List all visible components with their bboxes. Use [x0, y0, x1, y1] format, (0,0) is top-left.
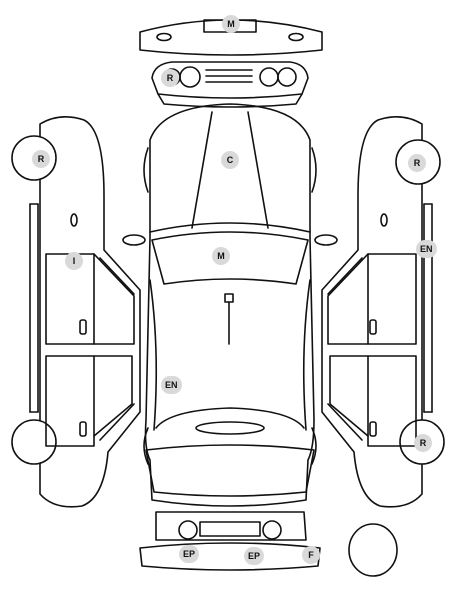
- marker-windshield[interactable]: M: [212, 247, 230, 265]
- marker-right-front-fender[interactable]: EN: [416, 240, 437, 258]
- marker-front-bumper-corner[interactable]: F: [302, 546, 320, 564]
- marker-front-bumper-right[interactable]: EP: [244, 547, 265, 565]
- marker-right-front-wheel[interactable]: R: [414, 434, 432, 452]
- marker-roof[interactable]: C: [221, 151, 239, 169]
- marker-rear-panel[interactable]: R: [161, 69, 179, 87]
- marker-left-door[interactable]: I: [65, 252, 83, 270]
- left-side-view[interactable]: [11, 116, 141, 508]
- spare-wheel[interactable]: [348, 523, 398, 577]
- marker-left-rear-wheel[interactable]: R: [32, 150, 50, 168]
- marker-hood[interactable]: EN: [161, 376, 182, 394]
- marker-front-bumper-left[interactable]: EP: [179, 545, 200, 563]
- car-top-view[interactable]: [122, 103, 338, 507]
- marker-right-rear-wheel[interactable]: R: [408, 154, 426, 172]
- marker-rear-bumper[interactable]: M: [222, 15, 240, 33]
- front-bumper[interactable]: [139, 511, 321, 571]
